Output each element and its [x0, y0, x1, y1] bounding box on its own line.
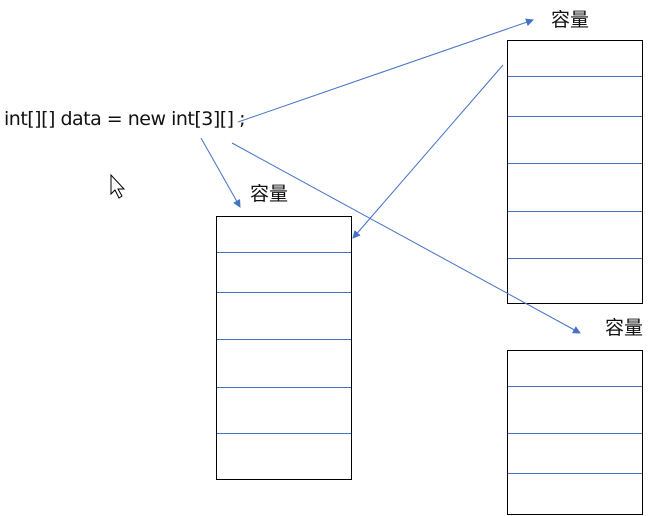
capacity-label-3: 容量: [605, 317, 644, 339]
capacity-label-1: 容量: [551, 9, 590, 31]
capacity-label-2: 容量: [250, 183, 289, 205]
array-box-1: [507, 40, 643, 304]
arrow-array1-to-array2: [352, 64, 504, 239]
mouse-cursor-icon: [110, 173, 126, 199]
arrow-to-array-1: [237, 18, 534, 123]
arrow-to-array-3: [231, 142, 581, 334]
code-statement: int[][] data = new int[3][] ;: [4, 108, 246, 130]
arrow-to-array-2: [200, 137, 241, 208]
array-box-3: [507, 350, 643, 515]
array-box-2: [216, 216, 352, 480]
